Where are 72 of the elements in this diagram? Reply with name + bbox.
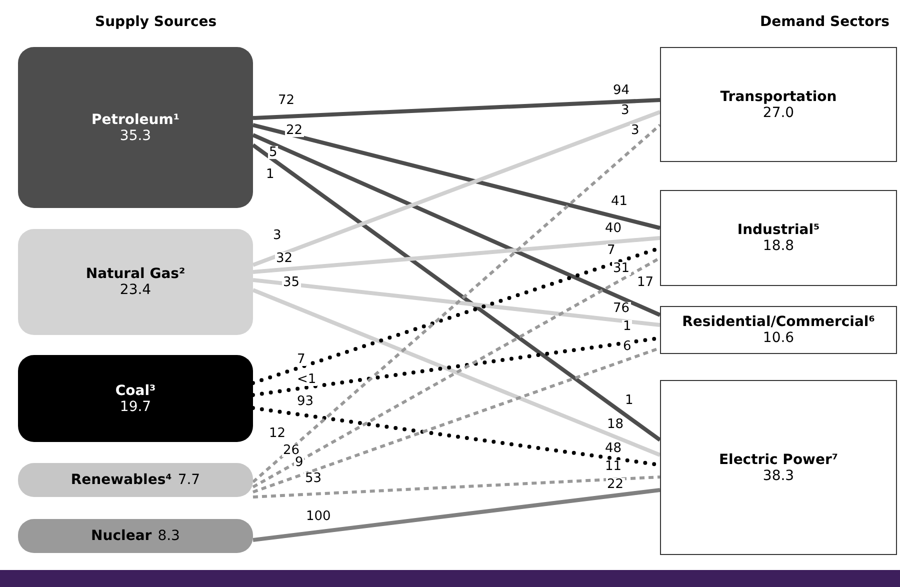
flow-line bbox=[252, 278, 660, 327]
percent-label: 1 bbox=[624, 394, 634, 407]
node-title: Transportation bbox=[720, 88, 837, 104]
node-value: 7.7 bbox=[178, 472, 200, 488]
source-box bbox=[18, 463, 253, 497]
edge-label: 1 bbox=[265, 168, 276, 181]
edge-label: 7 bbox=[296, 353, 306, 366]
percent-label: 3 bbox=[630, 124, 640, 137]
flow-line bbox=[252, 476, 660, 498]
percent-label: 76 bbox=[612, 302, 631, 315]
percent-label: 7 bbox=[606, 244, 616, 257]
node-title: Natural Gas² bbox=[86, 266, 186, 282]
sector-box bbox=[660, 47, 897, 162]
percent-label: 3 bbox=[620, 104, 630, 117]
source-box bbox=[18, 355, 253, 442]
percent-label: 94 bbox=[612, 84, 631, 97]
node-value: 38.3 bbox=[762, 468, 794, 484]
node-title: Electric Power⁷ bbox=[718, 452, 838, 468]
edge-label: 12 bbox=[268, 427, 287, 440]
edge-label: 9 bbox=[294, 456, 304, 469]
node-title: Coal³ bbox=[115, 382, 156, 398]
percent-label: 31 bbox=[612, 262, 631, 275]
node-title: Residential/Commercial⁶ bbox=[682, 314, 875, 330]
node-title: Nuclear bbox=[91, 528, 152, 544]
source-box bbox=[18, 229, 253, 335]
node-value: 27.0 bbox=[762, 104, 794, 120]
percent-label: 1 bbox=[622, 320, 632, 333]
flow-line bbox=[252, 110, 661, 267]
flow-line bbox=[252, 124, 661, 484]
flow-line bbox=[252, 123, 660, 230]
edge-label: 53 bbox=[304, 472, 323, 485]
percent-label: 41 bbox=[610, 195, 629, 208]
edge-label: 72 bbox=[277, 94, 296, 107]
edge-label: 5 bbox=[268, 146, 278, 159]
edge-label: 32 bbox=[275, 252, 294, 265]
edge-label: 35 bbox=[282, 276, 301, 289]
percent-label: 17 bbox=[636, 276, 655, 289]
source-box bbox=[18, 47, 253, 208]
node-value: 18.8 bbox=[762, 238, 794, 254]
node-value: 23.4 bbox=[120, 282, 152, 298]
column-heading: Demand Sectors bbox=[760, 14, 890, 30]
edge-label: 3 bbox=[272, 229, 282, 242]
edge-label: 100 bbox=[305, 510, 332, 523]
edge-label: 22 bbox=[285, 124, 304, 137]
node-value: 10.6 bbox=[762, 330, 794, 346]
node-value: 8.3 bbox=[158, 528, 180, 544]
percent-label: 48 bbox=[604, 442, 623, 455]
node-title: Renewables⁴ bbox=[70, 472, 172, 488]
source-box bbox=[18, 519, 253, 553]
edge-label: 26 bbox=[282, 444, 301, 457]
percent-label: 11 bbox=[604, 460, 623, 473]
column-heading: Supply Sources bbox=[95, 14, 217, 30]
flow-line bbox=[252, 256, 661, 488]
flow-line bbox=[252, 288, 661, 457]
percent-label: 6 bbox=[622, 340, 632, 353]
flow-line bbox=[252, 133, 661, 317]
edge-label: 18 bbox=[606, 418, 625, 431]
flow-line bbox=[252, 236, 660, 274]
edge-label: 93 bbox=[296, 395, 315, 408]
node-title: Petroleum¹ bbox=[92, 112, 180, 128]
sector-box bbox=[660, 306, 897, 354]
node-title: Industrial⁵ bbox=[737, 222, 820, 238]
flow-line bbox=[252, 143, 662, 442]
sector-box bbox=[660, 190, 897, 286]
sector-box bbox=[660, 380, 897, 555]
flow-line bbox=[252, 98, 660, 120]
percent-label: 22 bbox=[606, 478, 625, 491]
node-value: 19.7 bbox=[120, 398, 152, 414]
node-value: 35.3 bbox=[120, 128, 152, 144]
percent-label: 40 bbox=[604, 222, 623, 235]
edge-label: <1 bbox=[296, 373, 318, 386]
flow-line bbox=[252, 488, 660, 542]
